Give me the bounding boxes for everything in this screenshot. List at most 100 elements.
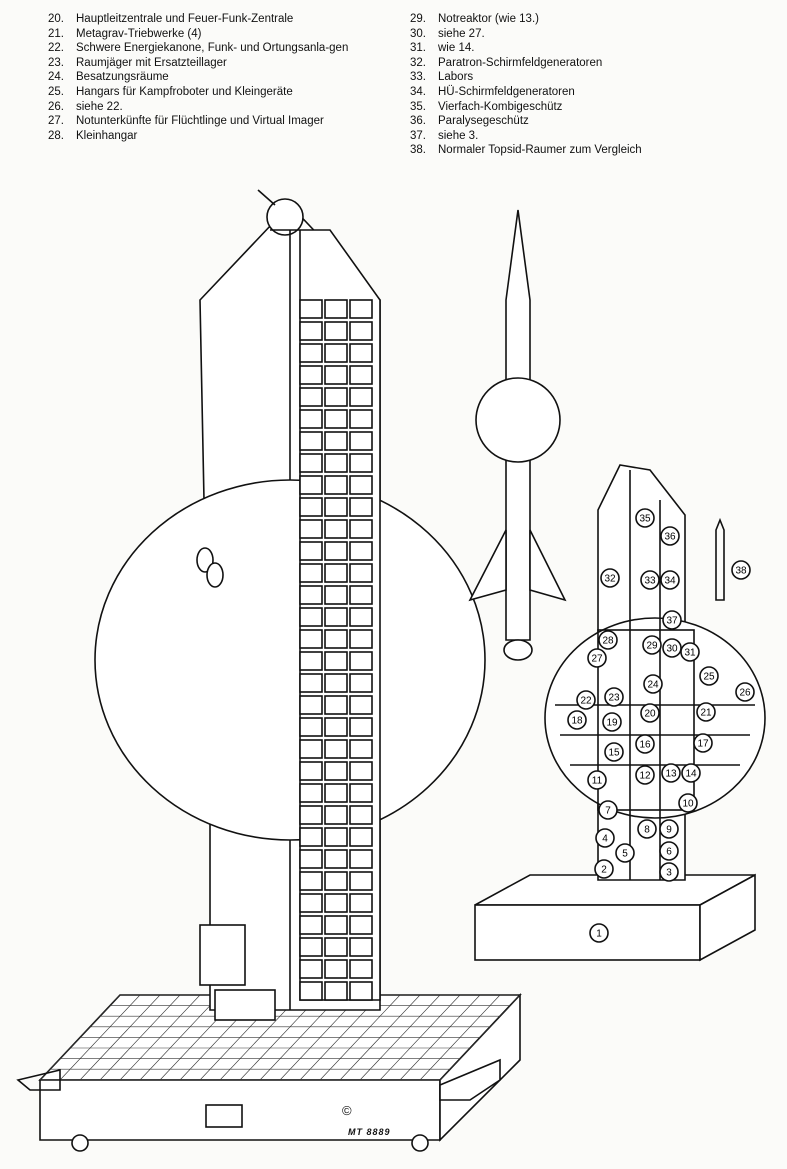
label-circle xyxy=(693,733,713,753)
label-circle xyxy=(598,800,618,820)
legend-text: siehe 22. xyxy=(76,100,123,113)
label-circle xyxy=(600,568,620,588)
legend-text: Notreaktor (wie 13.) xyxy=(438,13,539,25)
legend-right: 29. Notreaktor (wie 13.) 30.siehe 27.31.wi… xyxy=(410,12,710,158)
schematic-number-label: 21 xyxy=(700,708,712,719)
label-circle xyxy=(589,923,609,943)
schematic-number-label: 16 xyxy=(639,740,651,751)
label-circle xyxy=(604,742,624,762)
copyright-mark: © xyxy=(342,1103,352,1118)
legend-item: 25.Hangars für Kampfroboter und Kleinger… xyxy=(48,85,378,100)
label-circle xyxy=(642,635,662,655)
label-circle xyxy=(731,560,751,580)
artist-signature: MT 8889 xyxy=(348,1127,391,1137)
schematic-number-label: 32 xyxy=(604,574,616,585)
schematic-number-label: 27 xyxy=(591,654,603,665)
schematic-number-label: 9 xyxy=(666,825,672,836)
legend-item: 37. siehe 3. xyxy=(410,129,710,144)
label-circle xyxy=(598,630,618,650)
legend-item: 21. Metagrav-Triebwerke (4) xyxy=(48,27,378,42)
label-circle xyxy=(615,843,635,863)
label-circle xyxy=(659,841,679,861)
legend-number: 21. xyxy=(48,27,64,40)
label-circle xyxy=(660,570,680,590)
legend-text: Paralysegeschütz xyxy=(438,115,529,128)
schematic-number-label: 10 xyxy=(682,799,694,810)
legend-item: 31.wie 14. xyxy=(410,41,710,56)
schematic-number-label: 38 xyxy=(735,566,747,577)
legend-number: 37. xyxy=(410,129,426,142)
legend-text: Kleinhangar xyxy=(76,129,138,142)
schematic-number-label: 20 xyxy=(644,709,656,720)
schematic-number-label: 7 xyxy=(605,806,611,817)
legend-number: 29. xyxy=(410,13,426,25)
schematic-number-label: 5 xyxy=(622,849,628,860)
legend-item: 36.Paralysegeschütz xyxy=(410,114,710,129)
schematic-number-label: 19 xyxy=(606,718,618,729)
label-circle xyxy=(681,763,701,783)
display-base xyxy=(16,992,522,1152)
schematic-number-label: 37 xyxy=(666,616,678,627)
label-circle xyxy=(635,508,655,528)
label-circle xyxy=(680,642,700,662)
schematic-number-label: 35 xyxy=(639,514,651,525)
legend-text: Hauptleitzentrale und Feuer-Funk-Zentral… xyxy=(76,13,294,25)
schematic-number-label: 14 xyxy=(685,769,697,780)
schematic-number-label: 6 xyxy=(666,847,672,858)
schematic-number-label: 18 xyxy=(571,716,583,727)
legend-number: 31. xyxy=(410,42,426,55)
legend-text: Metagrav-Triebwerke (4) xyxy=(76,27,202,40)
schematic-number-label: 1 xyxy=(596,929,602,940)
legend-number: 25. xyxy=(48,85,64,98)
legend-left: 20.Hauptleitzentrale und Feuer-Funk-Zent… xyxy=(48,12,378,143)
label-circle xyxy=(567,710,587,730)
schematic-number-label: 33 xyxy=(644,576,656,587)
schematic-number-label: 2 xyxy=(601,865,607,876)
legend-number: 38. xyxy=(410,144,426,157)
label-circle xyxy=(662,638,682,658)
schematic-number-label: 24 xyxy=(647,680,659,691)
label-circle xyxy=(594,859,614,879)
legend-item: 20.Hauptleitzentrale und Feuer-Funk-Zent… xyxy=(48,12,378,27)
legend-item: 26.siehe 22. xyxy=(48,100,378,115)
legend-number: 28. xyxy=(48,129,64,142)
legend-number: 33. xyxy=(410,71,426,84)
legend-text: Schwere Energiekanone, Funk- und Ortungs… xyxy=(76,42,349,55)
legend-item: 38.Normaler Topsid-Raumer zum Vergleich xyxy=(410,143,710,158)
legend-text: Labors xyxy=(438,71,474,84)
legend-item: 34.HÜ-Schirmfeldgeneratoren xyxy=(410,85,710,100)
legend-number: 22. xyxy=(48,42,64,55)
legend-text: Paratron-Schirmfeldgeneratoren xyxy=(438,56,603,69)
label-circle xyxy=(587,648,607,668)
schematic-number-label: 30 xyxy=(666,644,678,655)
schematic-number-label: 31 xyxy=(684,648,696,659)
label-circle xyxy=(587,770,607,790)
legend-number: 23. xyxy=(48,56,64,69)
legend-text: siehe 27. xyxy=(438,27,485,40)
legend-text: Raumjäger mit Ersatzteillager xyxy=(76,56,227,69)
legend-item: 22. Schwere Energiekanone, Funk- und Ortu… xyxy=(48,41,378,56)
schematic-number-label: 28 xyxy=(602,636,614,647)
legend-text: siehe 3. xyxy=(438,129,479,142)
label-circle xyxy=(595,828,615,848)
legend-text: Notunterkünfte für Flüchtlinge und Virtu… xyxy=(76,115,324,128)
schematic-number-label: 3 xyxy=(666,868,672,879)
legend-item: 28. Kleinhangar xyxy=(48,129,378,144)
label-circle xyxy=(643,674,663,694)
label-circle xyxy=(661,763,681,783)
label-circle xyxy=(662,610,682,630)
legend-item: 29. Notreaktor (wie 13.) xyxy=(410,12,710,27)
schematic-number-label: 25 xyxy=(703,672,715,683)
legend-item: 30.siehe 27. xyxy=(410,27,710,42)
schematic-number-label: 12 xyxy=(639,771,651,782)
label-circle xyxy=(735,682,755,702)
schematic-number-label: 17 xyxy=(697,739,709,750)
label-circle xyxy=(635,765,655,785)
label-circle xyxy=(696,702,716,722)
label-circle xyxy=(640,570,660,590)
legend-number: 35. xyxy=(410,100,426,113)
legend-item: 23. Raumjäger mit Ersatzteillager xyxy=(48,56,378,71)
rocket-illustration xyxy=(468,209,567,661)
legend-item: 32.Paratron-Schirmfeldgeneratoren xyxy=(410,56,710,71)
